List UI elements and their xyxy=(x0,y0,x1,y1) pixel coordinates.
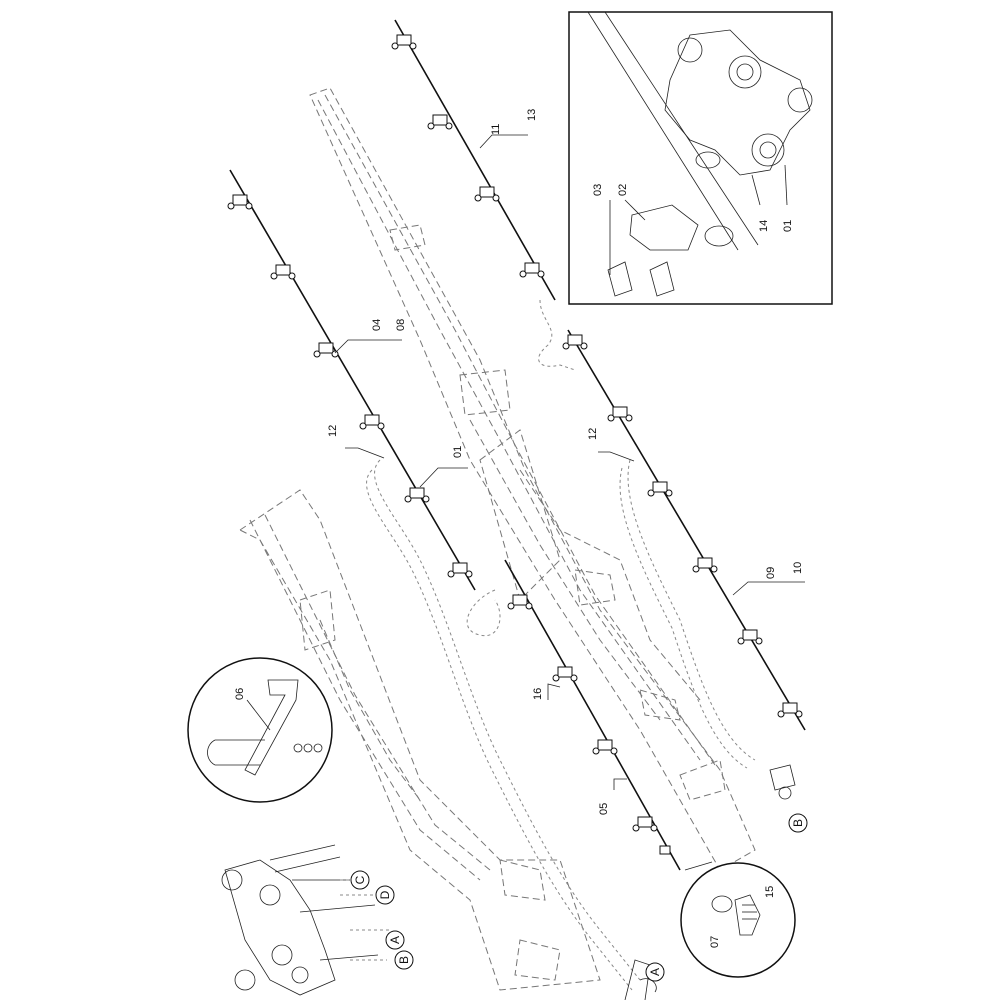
hoses xyxy=(366,299,756,991)
label-02: 02 xyxy=(617,184,629,196)
spray-tube-16 xyxy=(504,559,591,711)
marker-B-left: B xyxy=(397,956,411,964)
label-07: 07 xyxy=(709,936,721,948)
label-12a: 12 xyxy=(327,425,339,437)
inset-circle-cap xyxy=(680,861,796,978)
label-05: 05 xyxy=(598,803,610,815)
spray-tubes xyxy=(229,19,806,871)
label-15: 15 xyxy=(764,886,776,898)
label-12b: 12 xyxy=(587,428,599,440)
label-14: 14 xyxy=(758,220,770,232)
spray-tube-05 xyxy=(589,709,681,871)
label-03: 03 xyxy=(592,184,604,196)
spray-tube-09 xyxy=(567,329,806,731)
marker-A-left: A xyxy=(388,936,402,944)
label-11: 11 xyxy=(490,124,502,135)
marker-C: C xyxy=(353,875,367,884)
marker-D: D xyxy=(378,890,392,899)
leader-lines xyxy=(334,134,805,790)
marker-A-bottom: A xyxy=(648,968,662,976)
circle-markers: B A C D A B xyxy=(350,813,808,982)
boom-frame-center xyxy=(309,87,756,871)
valve-manifold xyxy=(221,844,390,996)
spray-tube-11 xyxy=(394,19,556,301)
label-01a: 01 xyxy=(452,446,464,458)
label-13: 13 xyxy=(526,109,538,121)
nozzles xyxy=(227,34,803,855)
part-labels: 11 13 04 08 12 01 12 09 10 16 05 06 07 1… xyxy=(234,109,804,948)
label-10: 10 xyxy=(792,562,804,574)
label-16: 16 xyxy=(532,688,544,700)
marker-B-right: B xyxy=(791,819,805,827)
outlet-fittings xyxy=(624,764,796,1000)
label-08: 08 xyxy=(395,319,407,331)
label-04: 04 xyxy=(371,319,383,331)
inset-box-nozzle-detail xyxy=(568,11,833,305)
label-06: 06 xyxy=(234,688,246,700)
label-09: 09 xyxy=(765,567,777,579)
label-01b: 01 xyxy=(782,220,794,232)
spray-tube-04 xyxy=(229,169,476,591)
boom-frame-left xyxy=(239,489,601,991)
inset-circle-bracket xyxy=(187,657,333,803)
